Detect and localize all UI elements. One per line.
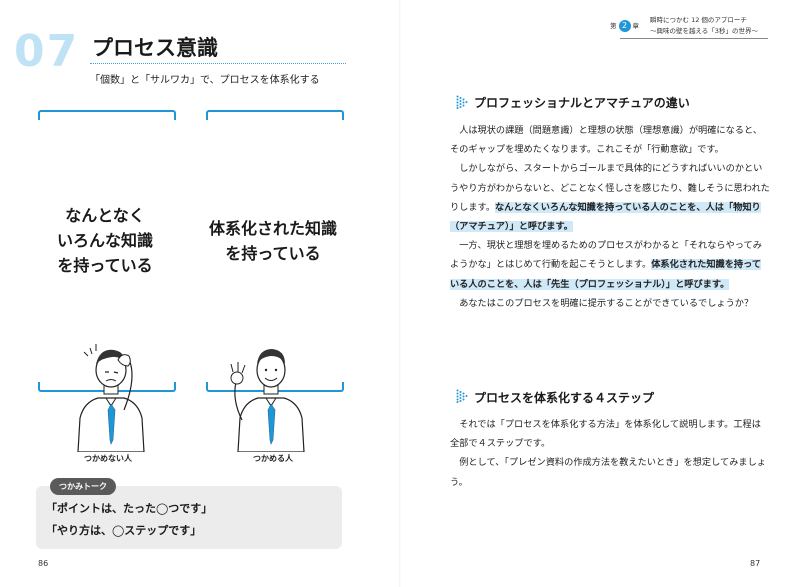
right-panel-bracket-top	[206, 110, 344, 120]
amateur-line-3: を持っている	[57, 256, 153, 275]
s2-paragraph-2: 例として、「プレゼン資料の作成方法を教えたいとき」を想定してみましょう。	[450, 457, 766, 488]
amateur-statement: なんとなく いろんな知識 を持っている	[38, 203, 172, 278]
chapter-suffix: 章	[632, 22, 640, 30]
chapter-number: 07	[14, 26, 80, 77]
section-1-body: 人は現状の課題（問題意識）と理想の状態（理想意識）が明確になると、そのギャップを…	[450, 121, 770, 313]
book-gutter	[399, 0, 401, 587]
professional-caption: つかめる人	[253, 454, 293, 463]
running-head-title-2: 〜興味の壁を越える「3秒」の世界〜	[650, 27, 758, 35]
s1-paragraph-3: 一方、現状と理想を埋めるためのプロセスがわかると「それならやってみようかな」とは…	[450, 236, 770, 294]
page-number-right: 87	[750, 559, 761, 568]
section-arrow-icon	[456, 389, 468, 403]
talk-box	[36, 486, 342, 549]
person-ok-icon	[230, 349, 305, 452]
amateur-caption: つかめない人	[84, 454, 132, 463]
amateur-line-1: なんとなく	[65, 206, 145, 225]
s1-paragraph-2: しかしながら、スタートからゴールまで具体的にどうすればいいのかというやり方がわか…	[450, 159, 770, 236]
s1-paragraph-4: あなたはこのプロセスを明確に提示することができているでしょうか？	[459, 297, 754, 309]
page-number-left: 86	[38, 559, 49, 568]
chapter-num-circle: 2	[618, 20, 631, 32]
talk-line-1: 「ポイントは、たった◯つです」	[46, 502, 213, 515]
talk-tag: つかみトーク	[50, 478, 116, 495]
professional-line-1: 体系化された知識	[208, 219, 337, 238]
section-heading-2: プロセスを体系化する４ステップ	[474, 391, 655, 405]
amateur-line-2: いろんな知識	[56, 231, 153, 250]
professional-line-2: を持っている	[225, 244, 321, 263]
section-heading-1: プロフェッショナルとアマチュアの違い	[474, 96, 690, 110]
section-2-body: それでは「プロセスを体系化する方法」を体系化して説明します。工程は全部で４ステッ…	[450, 415, 770, 492]
running-head-title-1: 瞬時につかむ 12 個のアプローチ	[650, 16, 747, 24]
left-page: 07 プロセス意識 「個数」と「サルワカ」で、プロセスを体系化する なんとなく …	[14, 26, 346, 568]
chapter-prefix: 第	[610, 22, 617, 30]
s1-p3-plain: 一方、現状と理想を埋めるためのプロセスがわかると「それならやってみようかな」とは…	[450, 240, 762, 271]
section-arrow-icon	[456, 95, 468, 109]
running-head-rule	[620, 38, 768, 39]
s1-paragraph-1: 人は現状の課題（問題意識）と理想の状態（理想意識）が明確になると、そのギャップを…	[450, 125, 763, 156]
title-dotted-rule	[90, 63, 346, 64]
professional-statement: 体系化された知識 を持っている	[206, 216, 340, 266]
chapter-title: プロセス意識	[92, 36, 218, 60]
left-panel-bracket-top	[38, 110, 176, 120]
s1-p2-plain: しかしながら、スタートからゴールまで具体的にどうすればいいのかというやり方がわか…	[450, 163, 770, 213]
talk-line-2: 「やり方は、◯ステップです」	[46, 524, 202, 537]
person-confused-icon	[77, 344, 145, 452]
s1-p2-highlight: なんとなくいろんな知識を持っている人のことを、人は「物知り（アマチュア）」と呼び…	[450, 201, 761, 233]
s2-paragraph-1: それでは「プロセスを体系化する方法」を体系化して説明します。工程は全部で４ステッ…	[450, 419, 761, 450]
chapter-subtitle: 「個数」と「サルワカ」で、プロセスを体系化する	[90, 75, 320, 86]
